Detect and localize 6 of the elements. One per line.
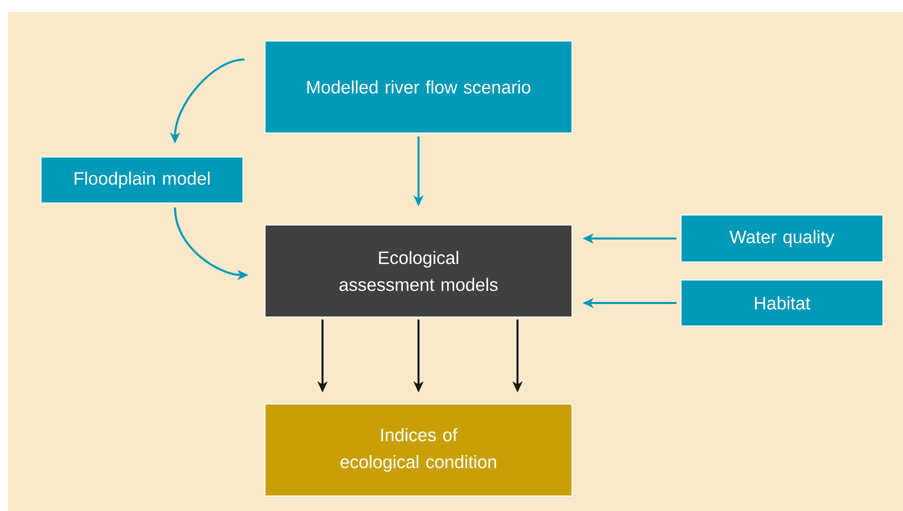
input-box: Floodplain model bbox=[40, 156, 244, 204]
input-box: Modelled river flow scenario bbox=[264, 40, 572, 134]
input-box: Water quality bbox=[680, 214, 884, 262]
model-box: Ecological assessment models bbox=[264, 224, 572, 318]
output-box: Indices of ecological condition bbox=[264, 404, 572, 496]
input-box: Habitat bbox=[680, 280, 884, 326]
